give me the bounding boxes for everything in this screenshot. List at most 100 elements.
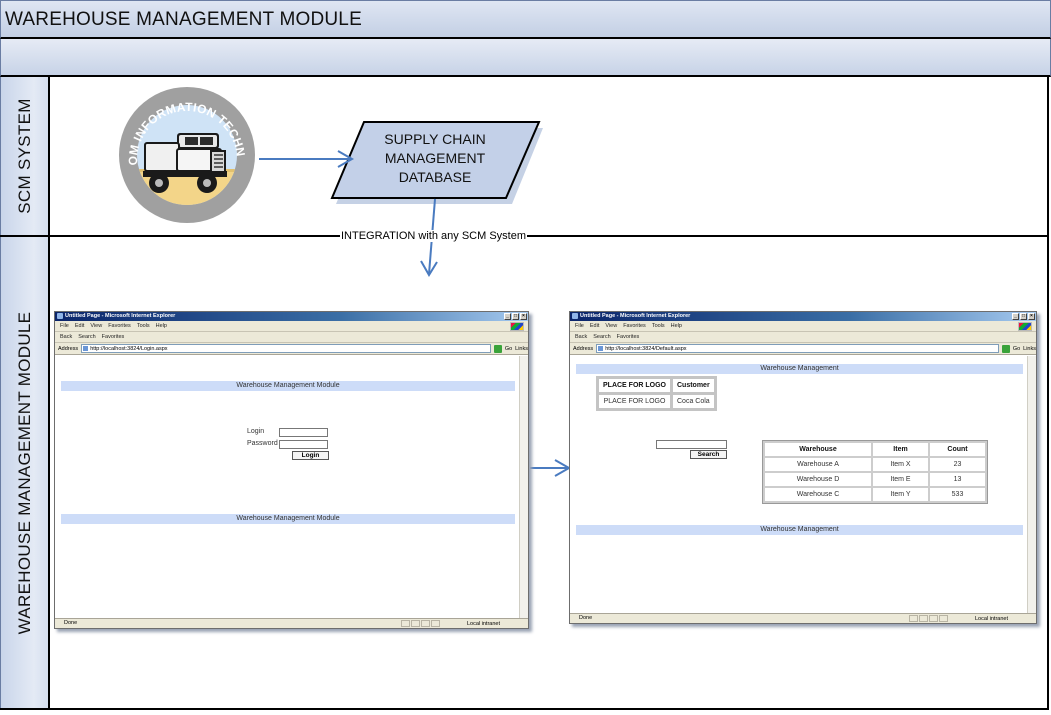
ie-icon xyxy=(57,313,63,319)
diagram-title-band: WAREHOUSE MANAGEMENT MODULE xyxy=(0,0,1051,39)
address-input[interactable]: http://localhost:3824/Login.aspx xyxy=(81,344,491,353)
menu-tools[interactable]: Tools xyxy=(136,323,150,329)
login-page-content: Warehouse Management Module Login Passwo… xyxy=(56,356,518,618)
main-header-band: Warehouse Management xyxy=(576,364,1023,374)
login-menu-bar: File Edit View Favorites Tools Help xyxy=(55,321,528,332)
window-buttons: _ □ × xyxy=(504,313,527,320)
count-cell: 23 xyxy=(930,458,985,471)
back-button[interactable]: Back xyxy=(60,334,73,340)
item-cell: Item E xyxy=(873,473,928,486)
truck-icon xyxy=(143,133,227,193)
main-address-bar: Address http://localhost:3824/Default.as… xyxy=(570,343,1036,355)
search-button[interactable]: Search xyxy=(690,450,727,459)
lane-header-scm: SCM SYSTEM xyxy=(0,77,50,235)
logo-customer-table: PLACE FOR LOGO Customer PLACE FOR LOGO C… xyxy=(596,376,717,411)
go-button[interactable]: Go xyxy=(1012,345,1021,352)
minimize-icon[interactable]: _ xyxy=(504,313,511,320)
customer-name-cell: Coca Cola xyxy=(673,395,714,408)
minimize-icon[interactable]: _ xyxy=(1012,313,1019,320)
main-scrollbar[interactable] xyxy=(1027,356,1036,613)
integration-label: INTEGRATION with any SCM System xyxy=(340,230,527,242)
menu-help[interactable]: Help xyxy=(155,323,167,329)
menu-file[interactable]: File xyxy=(60,323,69,329)
maximize-icon[interactable]: □ xyxy=(1020,313,1027,320)
scm-database-shape xyxy=(330,121,543,204)
address-label: Address xyxy=(573,345,594,352)
login-browser-window: Untitled Page - Microsoft Internet Explo… xyxy=(54,311,529,629)
login-header-band: Warehouse Management Module xyxy=(61,381,515,391)
main-toolbar: Back Search Favorites xyxy=(570,332,1036,343)
password-input[interactable] xyxy=(279,440,328,449)
diagram-title: WAREHOUSE MANAGEMENT MODULE xyxy=(5,9,362,30)
password-label: Password xyxy=(247,440,278,447)
item-cell: Item X xyxy=(873,458,928,471)
logo-header-cell: PLACE FOR LOGO xyxy=(599,379,670,392)
logo-placeholder-cell: PLACE FOR LOGO xyxy=(599,395,670,408)
menu-help[interactable]: Help xyxy=(670,323,682,329)
login-status-bar: Done Local intranet xyxy=(55,618,528,628)
lane-header-wms: WAREHOUSE MANAGEMENT MODULE xyxy=(0,237,50,708)
zone-text: Local intranet xyxy=(974,616,1008,622)
favorites-button[interactable]: Favorites xyxy=(616,334,640,340)
address-input[interactable]: http://localhost:3824/Default.aspx xyxy=(596,344,999,353)
login-input[interactable] xyxy=(279,428,328,437)
main-window-titlebar: Untitled Page - Microsoft Internet Explo… xyxy=(570,312,1036,321)
database-line-1: SUPPLY CHAIN xyxy=(384,131,486,147)
status-cells xyxy=(401,620,440,627)
favorites-button[interactable]: Favorites xyxy=(101,334,125,340)
menu-tools[interactable]: Tools xyxy=(651,323,665,329)
status-text: Done xyxy=(579,615,593,621)
stock-table: Warehouse Item Count Warehouse A Item X … xyxy=(762,440,988,504)
go-arrow-icon[interactable] xyxy=(493,344,502,353)
main-window-title: Untitled Page - Microsoft Internet Explo… xyxy=(580,313,691,319)
maximize-icon[interactable]: □ xyxy=(512,313,519,320)
search-button[interactable]: Search xyxy=(593,334,611,340)
lane-label-wms: WAREHOUSE MANAGEMENT MODULE xyxy=(14,311,34,634)
windows-flag-icon xyxy=(1018,322,1032,331)
address-label: Address xyxy=(58,345,79,352)
count-cell: 533 xyxy=(930,488,985,501)
status-text: Done xyxy=(64,620,78,626)
warehouse-cell: Warehouse C xyxy=(765,488,871,501)
search-input[interactable] xyxy=(656,440,727,449)
links-button[interactable]: Links xyxy=(515,345,528,352)
table-header-row: Warehouse Item Count xyxy=(765,443,985,456)
count-column-header: Count xyxy=(930,443,985,456)
menu-favorites[interactable]: Favorites xyxy=(623,323,646,329)
menu-edit[interactable]: Edit xyxy=(589,323,600,329)
item-column-header: Item xyxy=(873,443,928,456)
warehouse-cell: Warehouse D xyxy=(765,473,871,486)
warehouse-column-header: Warehouse xyxy=(765,443,871,456)
login-scrollbar[interactable] xyxy=(519,356,528,618)
login-window-titlebar: Untitled Page - Microsoft Internet Explo… xyxy=(55,312,528,321)
window-buttons: _ □ × xyxy=(1012,313,1035,320)
login-button[interactable]: Login xyxy=(292,451,329,460)
warehouse-cell: Warehouse A xyxy=(765,458,871,471)
item-cell: Item Y xyxy=(873,488,928,501)
login-address-bar: Address http://localhost:3824/Login.aspx… xyxy=(55,343,528,355)
close-icon[interactable]: × xyxy=(520,313,527,320)
login-window-title: Untitled Page - Microsoft Internet Explo… xyxy=(65,313,176,319)
main-menu-bar: File Edit View Favorites Tools Help xyxy=(570,321,1036,332)
links-button[interactable]: Links xyxy=(1023,345,1036,352)
table-row: Warehouse C Item Y 533 xyxy=(765,488,985,501)
menu-edit[interactable]: Edit xyxy=(74,323,85,329)
login-label: Login xyxy=(247,428,265,435)
close-icon[interactable]: × xyxy=(1028,313,1035,320)
table-row: Warehouse D Item E 13 xyxy=(765,473,985,486)
go-arrow-icon[interactable] xyxy=(1001,344,1010,353)
menu-view[interactable]: View xyxy=(90,323,103,329)
login-footer-band: Warehouse Management Module xyxy=(61,514,515,524)
database-line-2: MANAGEMENT xyxy=(384,150,486,166)
main-footer-band: Warehouse Management xyxy=(576,525,1023,535)
go-button[interactable]: Go xyxy=(504,345,513,352)
back-button[interactable]: Back xyxy=(575,334,588,340)
status-cells xyxy=(909,615,948,622)
menu-file[interactable]: File xyxy=(575,323,584,329)
menu-favorites[interactable]: Favorites xyxy=(108,323,131,329)
count-cell: 13 xyxy=(930,473,985,486)
search-button[interactable]: Search xyxy=(78,334,96,340)
main-page-content: Warehouse Management PLACE FOR LOGO Cust… xyxy=(571,356,1026,613)
menu-view[interactable]: View xyxy=(605,323,618,329)
main-status-bar: Done Local intranet xyxy=(570,613,1036,623)
